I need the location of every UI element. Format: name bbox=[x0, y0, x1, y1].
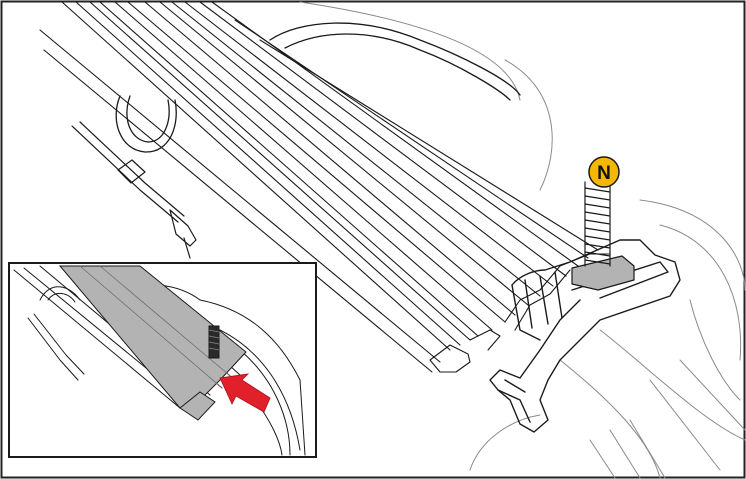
rail-profile bbox=[39, 1, 611, 373]
callout-badge-n: N bbox=[588, 156, 620, 188]
inset-detail bbox=[8, 262, 317, 458]
main-illustration bbox=[39, 1, 746, 479]
end-bracket bbox=[489, 239, 681, 433]
callout-letter: N bbox=[597, 163, 611, 184]
inset-drum bbox=[199, 299, 306, 456]
inset-end-piece bbox=[179, 391, 216, 421]
red-arrow bbox=[219, 373, 271, 413]
drum-body bbox=[299, 1, 746, 479]
threaded-stud bbox=[584, 181, 611, 267]
cable-left bbox=[71, 121, 197, 259]
inset-stud bbox=[208, 325, 220, 359]
strap-handle bbox=[115, 22, 521, 153]
inset-cable bbox=[27, 313, 85, 381]
nut-block bbox=[571, 255, 635, 291]
